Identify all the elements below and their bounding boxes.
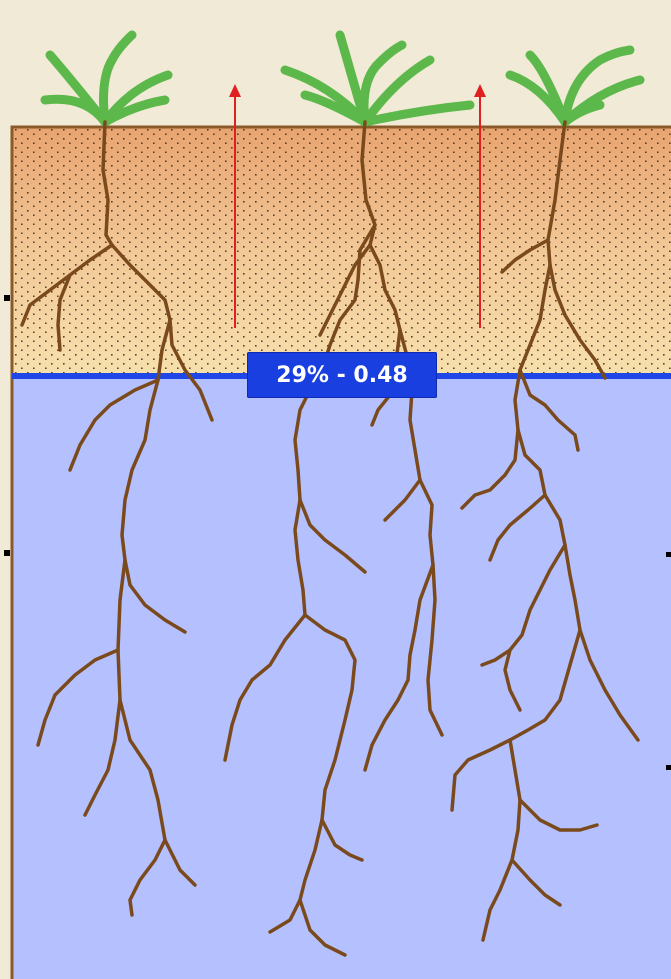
soil-texture: [12, 127, 671, 376]
edge-tick-right-1: [666, 552, 671, 557]
edge-tick-right-2: [666, 765, 671, 770]
edge-tick-left-2: [4, 550, 10, 556]
edge-tick-left-1: [4, 295, 10, 301]
water-level-badge: 29% - 0.48: [247, 352, 437, 398]
groundwater-zone: [12, 376, 671, 979]
